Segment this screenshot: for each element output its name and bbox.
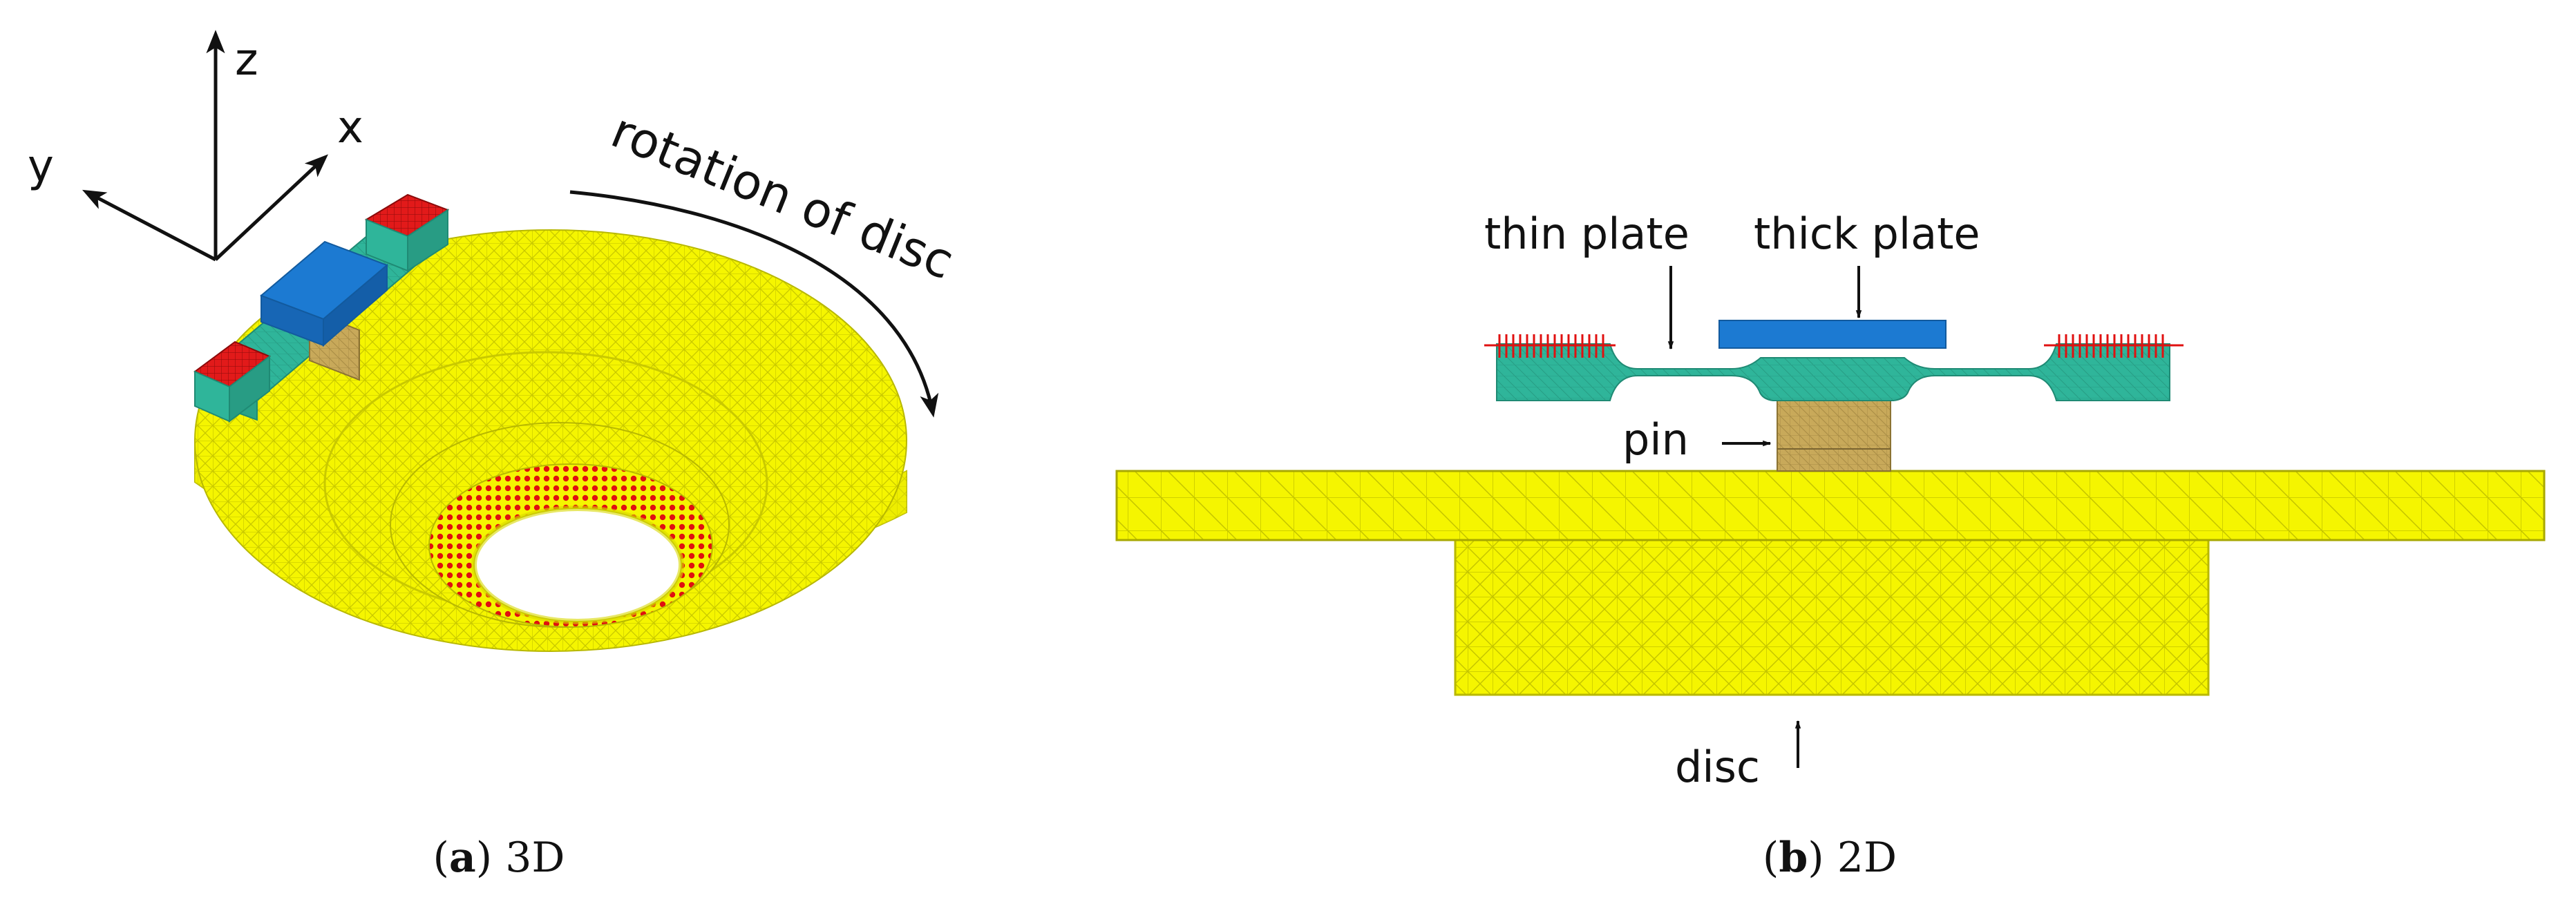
label-disc: disc <box>1675 742 1760 792</box>
disc-3d <box>194 229 907 652</box>
coordinate-axes: z y x <box>28 30 363 262</box>
thin-plate-2d <box>1496 343 2170 401</box>
boundary-constraint-left <box>1484 334 1616 358</box>
rotation-arrow <box>569 190 939 418</box>
caption-b-text: 2D <box>1837 834 1897 882</box>
thick-plate-2d <box>1718 320 1947 349</box>
disc-2d <box>1115 470 2546 696</box>
caption-b: (b) 2D <box>1763 834 1897 882</box>
boundary-constraint-right <box>2044 334 2184 358</box>
axis-label-z: z <box>235 35 258 86</box>
caption-b-letter: b <box>1779 834 1808 882</box>
pin-2d <box>1777 390 1891 472</box>
specimen-3d <box>193 193 450 423</box>
label-thick-plate: thick plate <box>1754 209 1980 259</box>
axis-label-y: y <box>28 141 54 192</box>
caption-a: (a) 3D <box>433 834 565 882</box>
label-pin: pin <box>1622 414 1689 465</box>
panel-a: z y x rotation of disc (a) 3D <box>28 30 961 882</box>
caption-a-text: 3D <box>505 834 565 882</box>
axis-label-x: x <box>337 102 363 153</box>
caption-a-letter: a <box>449 834 476 882</box>
label-thin-plate: thin plate <box>1484 209 1689 259</box>
panel-b: thin plate thick plate pin disc (b) 2D <box>1115 209 2546 882</box>
